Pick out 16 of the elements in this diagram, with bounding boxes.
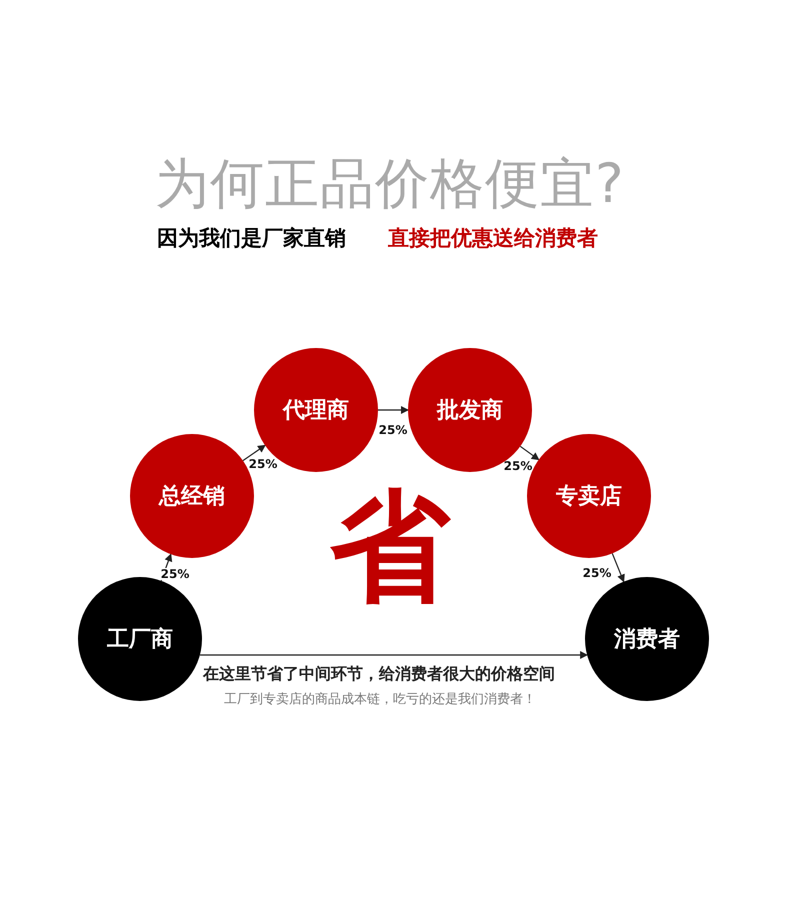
caption-text: 在这里节省了中间环节，给消费者很大的价格空间 (203, 666, 555, 682)
title: 为何正品价格便宜? (155, 151, 625, 217)
arrow (612, 553, 625, 582)
note-text: 工厂到专卖店的商品成本链，吃亏的还是我们消费者！ (224, 693, 536, 706)
arrow (242, 444, 266, 462)
big-character: 省 (330, 488, 450, 608)
subtitle-text: 因为我们是厂家直销 (157, 228, 346, 249)
subtitle-text: 直接把优惠送给消费者 (388, 228, 598, 249)
arrow (378, 406, 409, 414)
circle-node: 工厂商 (78, 577, 202, 701)
arrow (200, 651, 588, 659)
circle-node: 消费者 (585, 577, 709, 701)
arrow (520, 446, 540, 460)
edge-label: 25% (378, 424, 408, 436)
edge-label: 25% (582, 567, 612, 579)
edge-label: 25% (160, 568, 190, 580)
